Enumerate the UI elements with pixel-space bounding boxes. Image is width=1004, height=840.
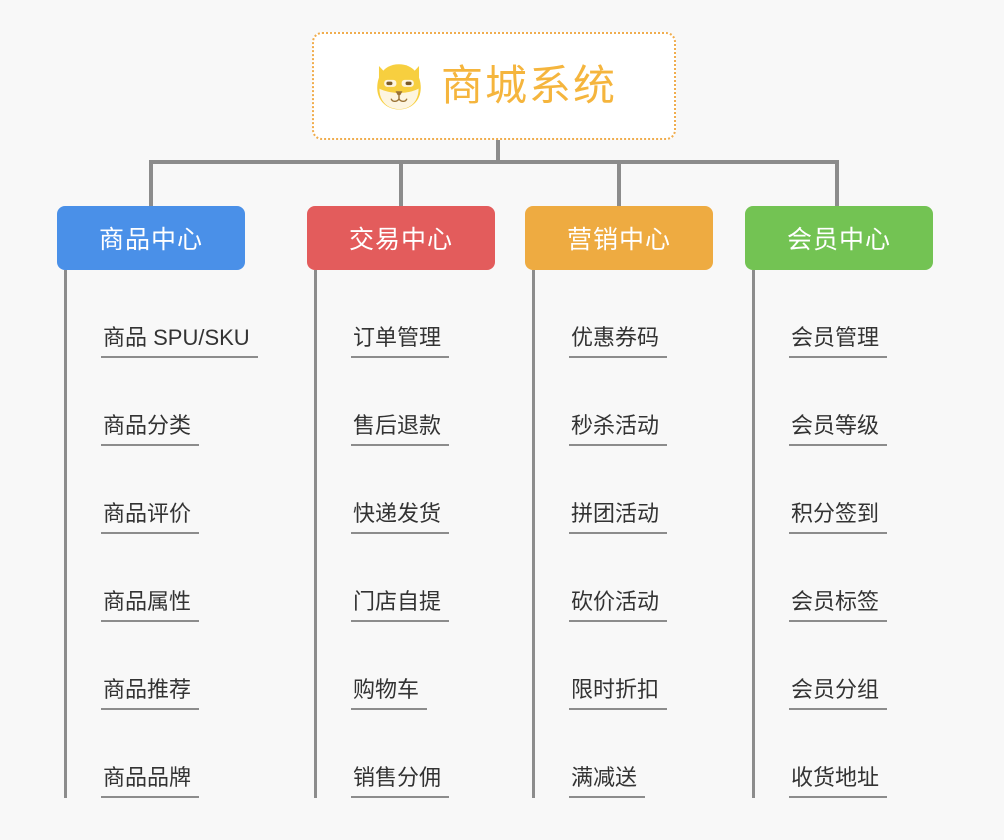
list-item-label: 收货地址	[789, 765, 888, 798]
item-list-member-center: 会员管理 会员等级 积分签到 会员标签 会员分组 收货地址	[752, 270, 933, 798]
list-item-label: 限时折扣	[569, 677, 668, 710]
list-item-label: 会员标签	[789, 589, 888, 622]
list-item-label: 商品推荐	[101, 677, 200, 710]
list-item[interactable]: 售后退款	[317, 358, 495, 446]
branch-column-marketing-center: 营销中心 优惠券码 秒杀活动 拼团活动 砍价活动 限时折扣 满减送	[525, 206, 713, 798]
list-item[interactable]: 会员管理	[755, 270, 933, 358]
root-node-card[interactable]: 商城系统	[312, 32, 676, 140]
list-item-label: 拼团活动	[569, 501, 668, 534]
list-item[interactable]: 限时折扣	[535, 622, 713, 710]
category-header-marketing-center[interactable]: 营销中心	[525, 206, 713, 270]
list-item[interactable]: 商品推荐	[67, 622, 245, 710]
list-item[interactable]: 积分签到	[755, 446, 933, 534]
list-item[interactable]: 优惠券码	[535, 270, 713, 358]
category-header-label: 会员中心	[786, 226, 891, 254]
list-item-label: 优惠券码	[569, 325, 668, 358]
list-item-label: 商品属性	[101, 589, 200, 622]
category-header-label: 交易中心	[348, 226, 453, 254]
list-item-label: 积分签到	[789, 501, 888, 534]
list-item-label: 满减送	[569, 765, 646, 798]
list-item-label: 销售分佣	[351, 765, 450, 798]
list-item-label: 会员等级	[789, 413, 888, 446]
list-item[interactable]: 商品属性	[67, 534, 245, 622]
item-list-trade-center: 订单管理 售后退款 快递发货 门店自提 购物车 销售分佣	[314, 270, 495, 798]
item-list-marketing-center: 优惠券码 秒杀活动 拼团活动 砍价活动 限时折扣 满减送	[532, 270, 713, 798]
list-item-label: 会员管理	[789, 325, 888, 358]
list-item[interactable]: 收货地址	[755, 710, 933, 798]
connector-drop-2	[399, 160, 403, 208]
list-item[interactable]: 会员标签	[755, 534, 933, 622]
list-item-label: 售后退款	[351, 413, 450, 446]
list-item[interactable]: 商品品牌	[67, 710, 245, 798]
root-title: 商城系统	[440, 62, 617, 109]
connector-drop-3	[617, 160, 621, 208]
list-item-label: 商品品牌	[101, 765, 200, 798]
shiba-dog-face-icon	[377, 64, 421, 110]
list-item-label: 砍价活动	[569, 589, 668, 622]
list-item-label: 秒杀活动	[569, 413, 668, 446]
list-item-label: 门店自提	[351, 589, 450, 622]
category-header-label: 商品中心	[98, 226, 203, 254]
list-item[interactable]: 砍价活动	[535, 534, 713, 622]
category-header-product-center[interactable]: 商品中心	[57, 206, 245, 270]
list-item-label: 商品评价	[101, 501, 200, 534]
list-item[interactable]: 满减送	[535, 710, 713, 798]
list-item-label: 快递发货	[351, 501, 450, 534]
category-header-member-center[interactable]: 会员中心	[745, 206, 933, 270]
branch-column-product-center: 商品中心 商品 SPU/SKU 商品分类 商品评价 商品属性 商品推荐 商品品牌	[57, 206, 258, 798]
list-item[interactable]: 秒杀活动	[535, 358, 713, 446]
list-item[interactable]: 商品分类	[67, 358, 245, 446]
list-item[interactable]: 订单管理	[317, 270, 495, 358]
list-item-label: 订单管理	[351, 325, 450, 358]
list-item-label: 商品分类	[101, 413, 200, 446]
list-item-label: 会员分组	[789, 677, 888, 710]
connector-root-stem	[496, 140, 500, 162]
list-item[interactable]: 销售分佣	[317, 710, 495, 798]
item-list-product-center: 商品 SPU/SKU 商品分类 商品评价 商品属性 商品推荐 商品品牌	[64, 270, 258, 798]
list-item[interactable]: 门店自提	[317, 534, 495, 622]
branch-column-member-center: 会员中心 会员管理 会员等级 积分签到 会员标签 会员分组 收货地址	[745, 206, 933, 798]
list-item-label: 商品 SPU/SKU	[101, 325, 258, 358]
category-header-trade-center[interactable]: 交易中心	[307, 206, 495, 270]
list-item-label: 购物车	[351, 677, 428, 710]
list-item[interactable]: 购物车	[317, 622, 495, 710]
list-item[interactable]: 商品评价	[67, 446, 245, 534]
category-header-label: 营销中心	[566, 226, 671, 254]
connector-horizontal-bus	[149, 160, 839, 164]
connector-drop-4	[835, 160, 839, 208]
connector-drop-1	[149, 160, 153, 208]
list-item[interactable]: 商品 SPU/SKU	[67, 270, 258, 358]
list-item[interactable]: 拼团活动	[535, 446, 713, 534]
list-item[interactable]: 会员分组	[755, 622, 933, 710]
list-item[interactable]: 快递发货	[317, 446, 495, 534]
branch-column-trade-center: 交易中心 订单管理 售后退款 快递发货 门店自提 购物车 销售分佣	[307, 206, 495, 798]
list-item[interactable]: 会员等级	[755, 358, 933, 446]
